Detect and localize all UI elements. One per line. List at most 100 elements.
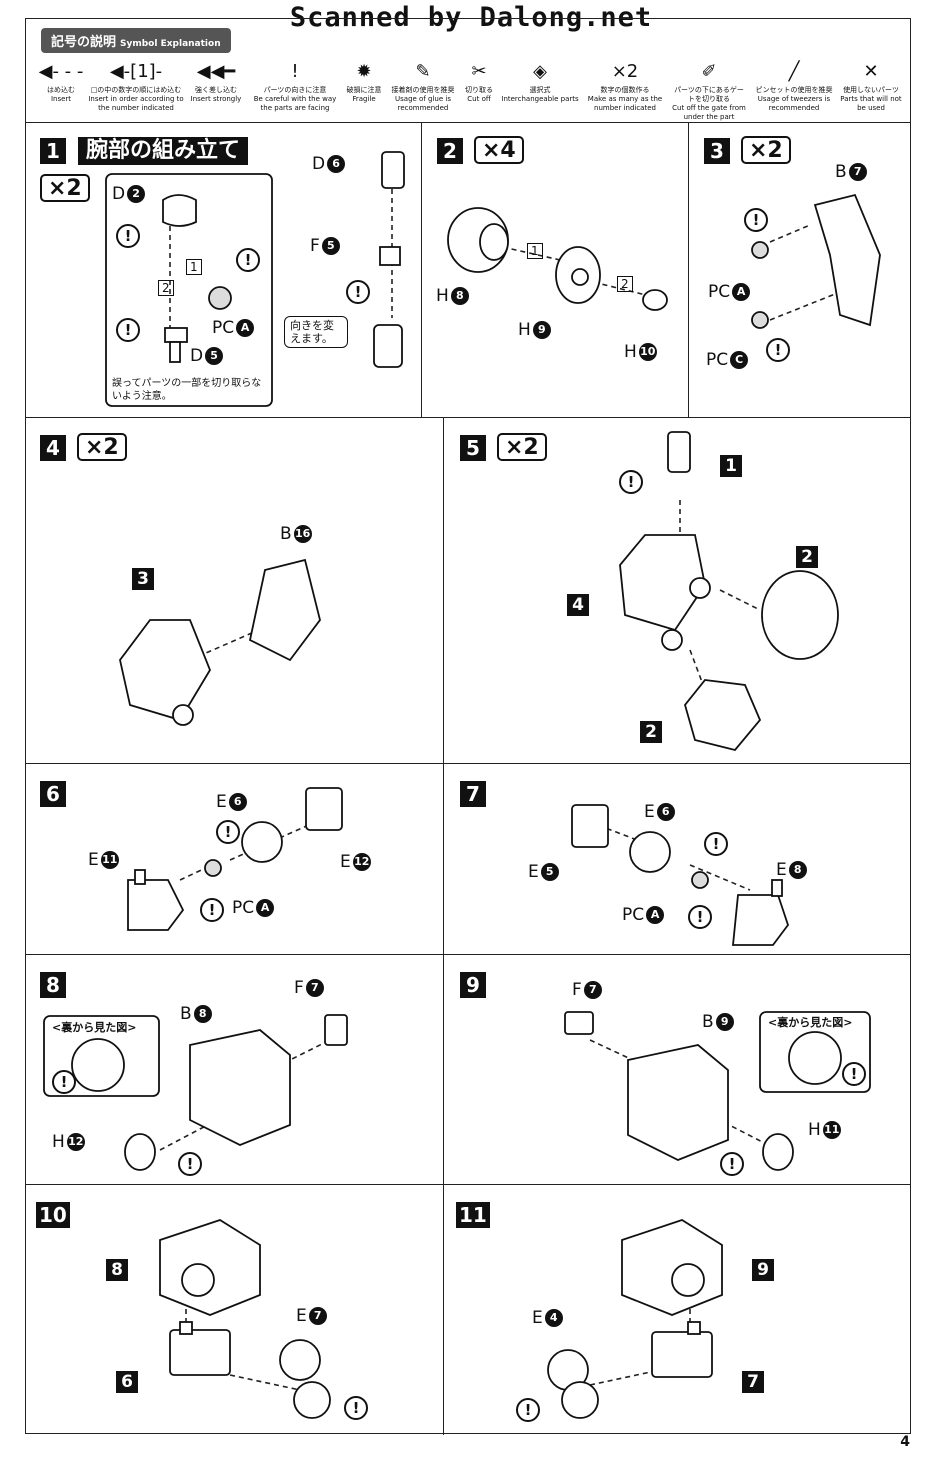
- unused-icon: ✕: [863, 60, 879, 82]
- multiply-icon: ×2: [611, 60, 639, 82]
- scan-watermark: Scanned by Dalong.net: [289, 2, 653, 33]
- ref-step-8: 8: [106, 1259, 128, 1281]
- step-8-number: 8: [40, 972, 66, 998]
- warning-icon: !: [704, 832, 728, 856]
- ref-step-4: 4: [567, 594, 589, 616]
- legend-symbol-jp: 破損に注意: [346, 86, 382, 94]
- legend-symbol-jp: ピンセットの使用を推奨: [755, 86, 833, 94]
- ref-step-7: 7: [742, 1371, 764, 1393]
- legend-symbol-jp: 強く差し込む: [195, 86, 237, 94]
- interchange-icon: ◈: [533, 60, 547, 82]
- legend-symbol-jp: 数字の個数作る: [600, 86, 650, 94]
- warning-icon: !: [178, 1152, 202, 1176]
- legend-symbol-en: Fragile: [352, 95, 376, 103]
- ref-step-2: 2: [640, 721, 662, 743]
- legend-symbol-jp: はめ込む: [47, 86, 75, 94]
- step-5-number: 5: [460, 435, 486, 461]
- arrow-dashed-icon: ◀- - -: [38, 60, 84, 82]
- warning-icon: !: [236, 248, 260, 272]
- step-6-number: 6: [40, 781, 66, 807]
- legend-symbol-en: Usage of glue is recommended: [395, 95, 451, 112]
- warning-icon: !: [720, 1152, 744, 1176]
- warning-icon: !: [52, 1070, 76, 1094]
- gate-cut-icon: ✐: [701, 60, 717, 82]
- step-3-multiplier: ×2: [741, 136, 791, 164]
- legend-symbol-en: Cut off the gate from under the part: [672, 104, 746, 121]
- tweezers-icon: ╱: [788, 60, 800, 82]
- ref-step-3: 3: [132, 568, 154, 590]
- glue-icon: ✎: [415, 60, 431, 82]
- warning-icon: !: [116, 224, 140, 248]
- ref-step-1: 1: [720, 455, 742, 477]
- legend-symbol-en: Be careful with the way the parts are fa…: [253, 95, 337, 112]
- step-1-note: 誤ってパーツの一部を切り取らないよう注意。: [112, 378, 262, 402]
- legend-symbol-jp: パーツの下にあるゲートを切り取る: [674, 86, 744, 103]
- step-1-multiplier: ×2: [40, 174, 90, 202]
- orientation-callout: 向きを変えます。: [284, 316, 348, 348]
- step-9-number: 9: [460, 972, 486, 998]
- back-view-label: <裏から見た図>: [52, 1021, 137, 1034]
- warning-icon: !: [516, 1398, 540, 1422]
- arrow-strong-icon: ◀◀━: [196, 60, 236, 82]
- warning-icon: !: [346, 280, 370, 304]
- legend-symbol-jp: □の中の数字の順にはめ込む: [90, 86, 182, 94]
- warning-icon: !: [766, 338, 790, 362]
- step-10-number: 10: [36, 1202, 70, 1228]
- legend-symbol-en: Parts that will not be used: [840, 95, 902, 112]
- legend-symbol-jp: 接着剤の使用を推奨: [391, 86, 455, 94]
- seq-1: 1: [186, 259, 202, 275]
- step-5-multiplier: ×2: [497, 433, 547, 461]
- step-2-multiplier: ×4: [474, 136, 524, 164]
- step-4-number: 4: [40, 435, 66, 461]
- warning-icon: !: [216, 820, 240, 844]
- legend-symbol-en: Insert in order according to the number …: [88, 95, 184, 112]
- step-2-number: 2: [437, 138, 463, 164]
- seq-2: 2: [158, 280, 174, 296]
- page-number: 4: [900, 1434, 910, 1450]
- ref-step-6: 6: [116, 1371, 138, 1393]
- cut-icon: ✂: [471, 60, 487, 82]
- exclamation-icon: !: [291, 60, 299, 82]
- legend-symbol-en: Insert strongly: [190, 95, 242, 103]
- step-1-title: 腕部の組み立て: [78, 137, 249, 165]
- step-3-number: 3: [704, 138, 730, 164]
- legend-symbol-jp: 切り取る: [465, 86, 493, 94]
- step-11-number: 11: [456, 1202, 490, 1228]
